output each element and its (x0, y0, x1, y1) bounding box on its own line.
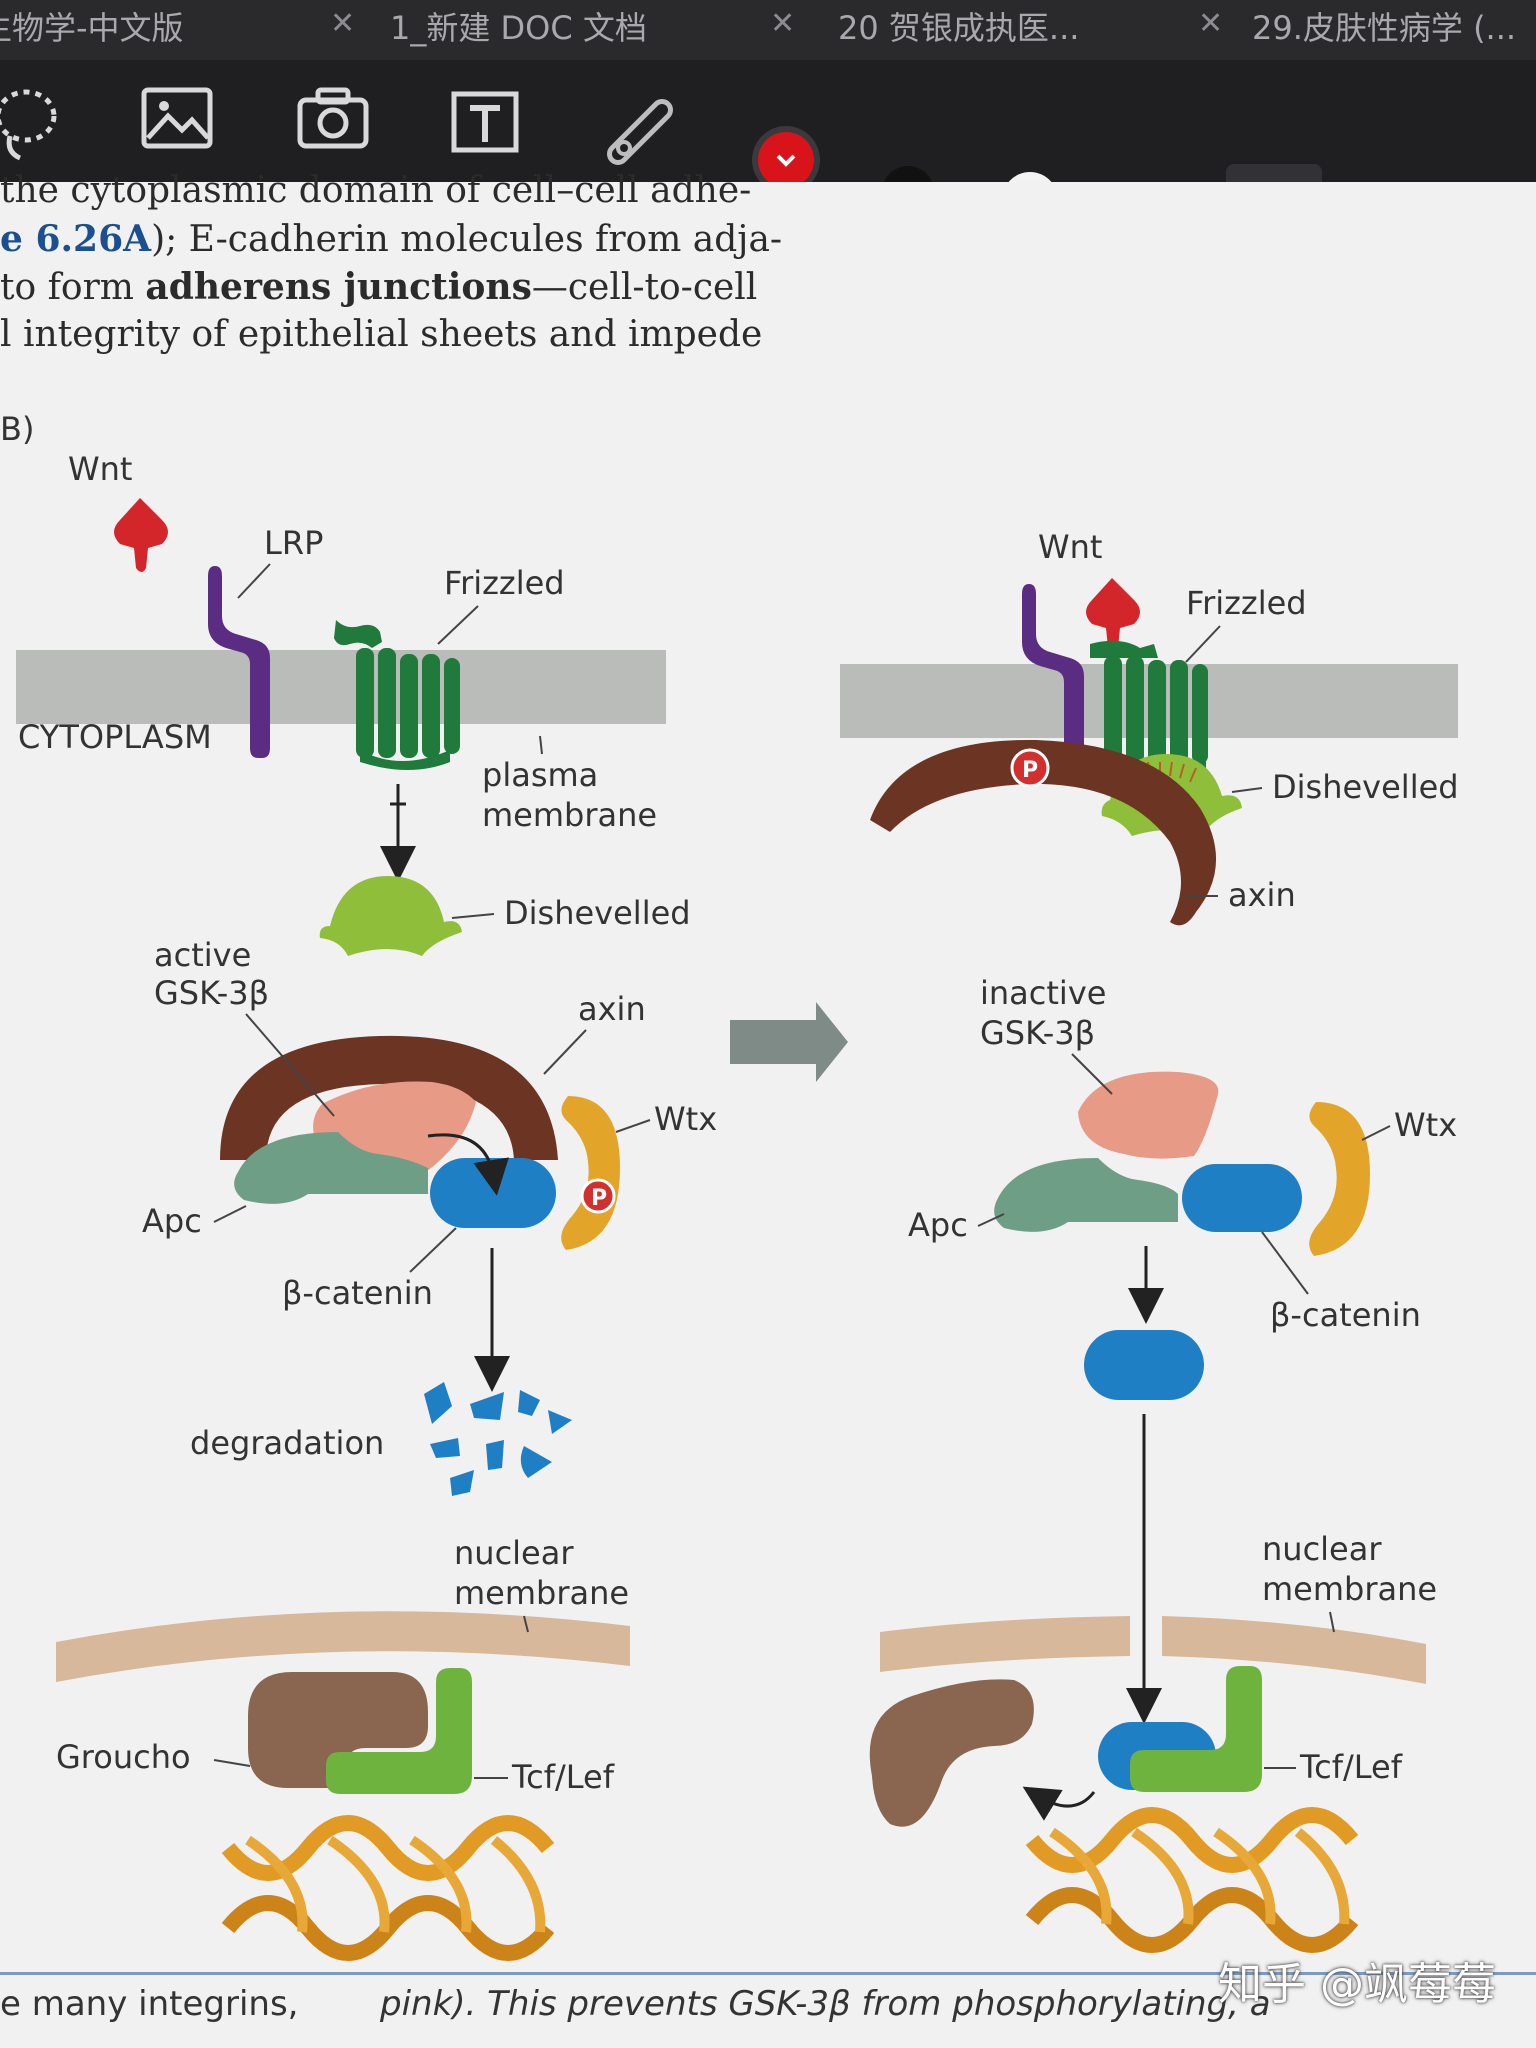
tcf-lef-right (1130, 1666, 1262, 1792)
label-wtx-left: Wtx (654, 1100, 717, 1138)
label-apc-left: Apc (142, 1202, 202, 1240)
tab-biology[interactable]: 生物学-中文版 (0, 9, 184, 47)
label-cytoplasm: CYTOPLASM (18, 718, 212, 756)
label-nuclear-right-1: nuclear (1262, 1530, 1382, 1568)
lrp-receptor-right (1022, 584, 1084, 784)
camera-icon[interactable] (296, 86, 370, 152)
label-dishevelled-left: Dishevelled (504, 894, 691, 932)
panel-label: B) (0, 410, 34, 448)
caption-left: e many integrins, (0, 1984, 299, 2024)
tab-new-doc[interactable]: 1_新建 DOC 文档 (390, 9, 647, 47)
body-line-3: to form adherens junctions—cell-to-cell (0, 266, 758, 308)
wnt-ligand-left (114, 498, 168, 572)
label-dishevelled-right: Dishevelled (1272, 768, 1459, 806)
apc-right (994, 1158, 1178, 1232)
lasso-icon[interactable] (0, 74, 70, 164)
label-nuclear-left-1: nuclear (454, 1534, 574, 1572)
label-p-right: P (1022, 758, 1038, 783)
nuclear-membrane-right-a (880, 1616, 1130, 1672)
label-beta-catenin-left: β-catenin (282, 1274, 433, 1312)
tab-close-icon[interactable]: ✕ (770, 6, 796, 41)
tab-close-icon[interactable]: ✕ (330, 6, 356, 41)
color-red[interactable] (750, 126, 830, 206)
label-wnt-left: Wnt (68, 450, 132, 488)
label-active: active (154, 936, 251, 974)
displacement-arrow (1022, 1786, 1096, 1821)
degraded-beta-catenin (424, 1382, 572, 1496)
label-beta-catenin-right: β-catenin (1270, 1296, 1421, 1334)
label-nuclear-left-2: membrane (454, 1574, 629, 1612)
label-degradation: degradation (190, 1424, 384, 1462)
label-gsk-right: GSK-3β (980, 1014, 1095, 1052)
label-plasma-1: plasma (482, 756, 598, 794)
eraser-icon[interactable] (600, 86, 680, 166)
phosphate-left (580, 1178, 616, 1214)
image-icon[interactable] (140, 86, 216, 156)
label-gsk-left: GSK-3β (154, 974, 269, 1012)
label-groucho: Groucho (56, 1738, 191, 1776)
label-tcf-right: Tcf/Lef (1299, 1748, 1403, 1786)
label-inactive: inactive (980, 974, 1106, 1012)
phosphorylation-arrow (427, 1133, 509, 1196)
wtx-right (1309, 1102, 1370, 1256)
label-axin-left: axin (578, 990, 646, 1028)
plasma-membrane-left (16, 650, 666, 724)
frizzled-receptor-left (334, 620, 460, 770)
tab-dermatology[interactable]: 29.皮肤性病学 (... (1252, 9, 1517, 47)
apc-left (234, 1132, 428, 1204)
tab-close-icon[interactable]: ✕ (1198, 6, 1224, 41)
caption-right: pink). This prevents GSK-3β from phospho… (380, 1984, 1271, 2024)
wtx-left (561, 1096, 620, 1250)
lrp-receptor-left (208, 566, 270, 758)
annotation-toolbar (0, 60, 1536, 254)
groucho-displaced (869, 1679, 1034, 1827)
label-axin-right: axin (1228, 876, 1296, 914)
label-tcf-left: Tcf/Lef (511, 1758, 615, 1796)
label-plasma-2: membrane (482, 796, 657, 834)
tab-he-yincheng[interactable]: 20 贺银成执医... (838, 9, 1080, 47)
figure-reference[interactable]: e 6.26A (0, 218, 152, 260)
tab-bar: 生物学-中文版 ✕ 1_新建 DOC 文档 ✕ 20 贺银成执医... ✕ 29… (0, 0, 1536, 60)
axin-right (870, 739, 1217, 926)
tcf-lef-left (326, 1668, 472, 1794)
gsk3b-inactive (1078, 1071, 1219, 1159)
wnt-ligand-right (1086, 578, 1140, 652)
nuclear-membrane-right-b (1162, 1616, 1426, 1684)
dna-right (1025, 1807, 1359, 1953)
dna-left (221, 1815, 555, 1961)
phosphate-right (1010, 748, 1050, 788)
beta-catenin-complex-right (1182, 1164, 1302, 1232)
body-line-4: l integrity of epithelial sheets and imp… (0, 314, 763, 355)
label-apc-right: Apc (908, 1206, 968, 1244)
label-lrp: LRP (264, 524, 323, 562)
label-wtx-right: Wtx (1394, 1106, 1457, 1144)
text-box-icon[interactable] (450, 90, 520, 156)
free-beta-catenin (1084, 1330, 1204, 1400)
label-p-left: P (591, 1186, 607, 1211)
transition-arrow (730, 1002, 848, 1082)
body-line-2: e 6.26A); E-cadherin molecules from adja… (0, 218, 783, 260)
nuclear-membrane-left (56, 1611, 630, 1682)
label-frizzled-right: Frizzled (1186, 584, 1307, 622)
label-wnt-right: Wnt (1038, 528, 1102, 566)
wnt-signaling-diagram: B) Wnt LRP Frizzled CYTOPLASM plasma mem… (0, 410, 1459, 1961)
dishevelled-left (319, 876, 462, 956)
body-line-1: the cytoplasmic domain of cell–cell adhe… (0, 170, 752, 211)
groucho (248, 1672, 428, 1788)
caption-rule (0, 1972, 1536, 1975)
axin-left (220, 1035, 558, 1160)
label-nuclear-right-2: membrane (1262, 1570, 1437, 1608)
watermark: 知乎 @飒莓莓 (1218, 1959, 1496, 2010)
label-frizzled-left: Frizzled (444, 564, 565, 602)
